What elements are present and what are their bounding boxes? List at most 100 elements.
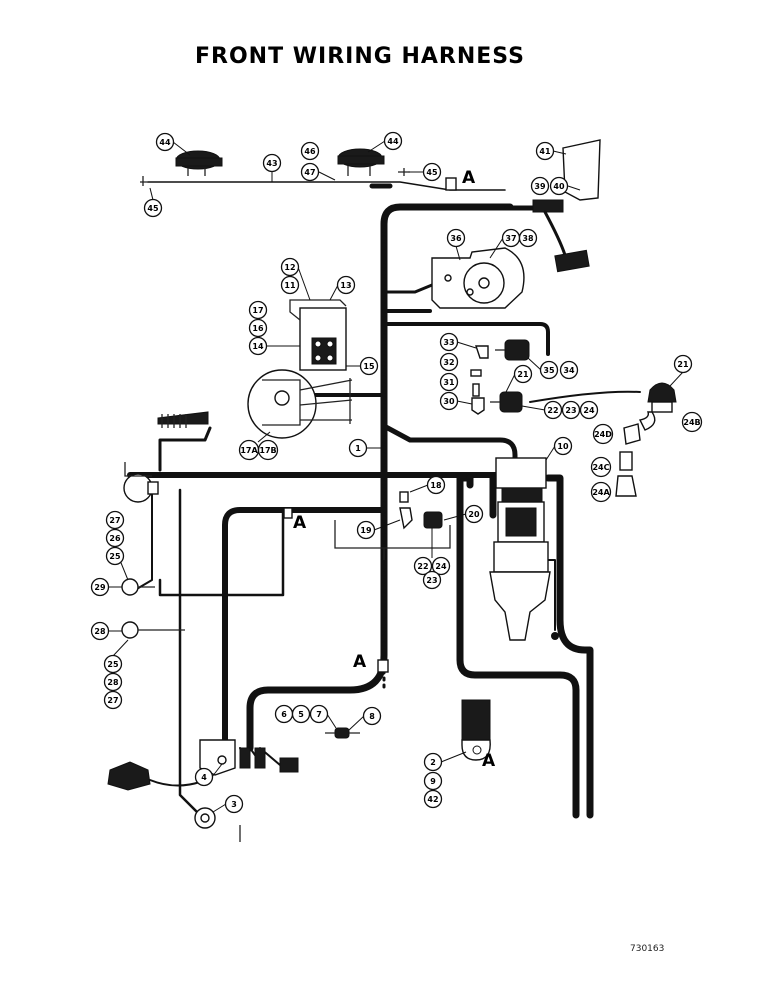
svg-text:11: 11 <box>284 281 296 290</box>
callout-24: 24 <box>431 556 451 576</box>
callout-26: 26 <box>105 528 125 548</box>
air-cleaner-indicator <box>529 382 677 497</box>
rear-connector <box>107 761 201 791</box>
svg-text:9: 9 <box>430 777 436 786</box>
callout-31: 31 <box>439 372 459 392</box>
svg-text:17A: 17A <box>240 446 258 455</box>
temperature-sender <box>157 411 209 428</box>
callout-33: 33 <box>439 332 459 352</box>
svg-text:24A: 24A <box>592 488 610 497</box>
svg-text:5: 5 <box>298 710 304 719</box>
svg-text:24: 24 <box>583 406 595 415</box>
headlamp-right <box>337 148 410 176</box>
headlamp-left <box>140 150 223 186</box>
oil-pressure-switch <box>123 462 159 503</box>
callout-11: 11 <box>280 275 300 295</box>
callout-2: 2 <box>423 752 443 772</box>
circuit-breakers <box>121 578 185 639</box>
svg-text:14: 14 <box>252 342 264 351</box>
svg-text:26: 26 <box>109 534 121 543</box>
magnifier-detail <box>247 369 353 439</box>
svg-text:39: 39 <box>534 182 546 191</box>
svg-text:34: 34 <box>563 366 575 375</box>
callout-17: 17 <box>248 300 268 320</box>
callout-17B: 17B <box>257 439 279 461</box>
starter-solenoid <box>489 457 559 641</box>
svg-text:2: 2 <box>430 758 436 767</box>
callout-23: 23 <box>422 570 442 590</box>
svg-text:45: 45 <box>426 168 438 177</box>
callout-28: 28 <box>103 672 123 692</box>
svg-text:40: 40 <box>553 182 565 191</box>
callout-19: 19 <box>356 520 376 540</box>
svg-text:25: 25 <box>107 660 119 669</box>
battery-terminal <box>461 699 491 761</box>
callout-24A: 24A <box>590 481 612 503</box>
callout-6: 6 <box>274 704 294 724</box>
callout-22: 22 <box>543 400 563 420</box>
callout-1: 1 <box>348 438 368 458</box>
svg-text:17: 17 <box>252 306 263 315</box>
callout-22: 22 <box>413 556 433 576</box>
callout-24: 24 <box>579 400 599 420</box>
callout-3: 3 <box>224 794 244 814</box>
callout-30: 30 <box>439 391 459 411</box>
svg-text:21: 21 <box>517 370 529 379</box>
svg-text:27: 27 <box>107 696 118 705</box>
callout-47: 47 <box>300 162 320 182</box>
connection-marker-A1: A <box>462 168 476 188</box>
svg-text:44: 44 <box>159 138 171 147</box>
callout-25: 25 <box>103 654 123 674</box>
callout-4: 4 <box>194 767 214 787</box>
callout-24C: 24C <box>590 456 612 478</box>
svg-text:46: 46 <box>304 147 316 156</box>
ignition-switch <box>194 807 241 842</box>
callout-27: 27 <box>103 690 123 710</box>
svg-text:38: 38 <box>522 234 534 243</box>
callout-14: 14 <box>248 336 268 356</box>
svg-text:18: 18 <box>430 481 442 490</box>
callout-41: 41 <box>535 141 555 161</box>
callout-29: 29 <box>90 577 110 597</box>
connection-marker-A3: A <box>353 652 367 672</box>
svg-text:41: 41 <box>539 147 551 156</box>
svg-text:10: 10 <box>557 442 569 451</box>
callout-27: 27 <box>105 510 125 530</box>
svg-text:35: 35 <box>543 366 555 375</box>
callout-36: 36 <box>446 228 466 248</box>
callout-13: 13 <box>336 275 356 295</box>
svg-text:24D: 24D <box>594 430 612 439</box>
alternator <box>431 247 525 309</box>
svg-text:33: 33 <box>443 338 454 347</box>
svg-text:24C: 24C <box>592 463 609 472</box>
svg-text:45: 45 <box>147 204 159 213</box>
svg-text:28: 28 <box>94 627 106 636</box>
svg-text:37: 37 <box>505 234 516 243</box>
callout-21: 21 <box>673 354 693 374</box>
fuse-holder <box>325 727 360 739</box>
callout-7: 7 <box>309 704 329 724</box>
horn-bracket <box>532 139 601 273</box>
callout-46: 46 <box>300 141 320 161</box>
svg-text:13: 13 <box>340 281 351 290</box>
callout-25: 25 <box>105 546 125 566</box>
callout-17A: 17A <box>238 439 260 461</box>
reference-number: 730163 <box>630 944 665 954</box>
callout-21: 21 <box>513 364 533 384</box>
callout-23: 23 <box>561 400 581 420</box>
callout-35: 35 <box>539 360 559 380</box>
fuel-sender <box>399 491 443 530</box>
svg-text:24: 24 <box>435 562 447 571</box>
page-title: FRONT WIRING HARNESS <box>195 44 525 69</box>
svg-text:7: 7 <box>316 710 322 719</box>
voltage-regulator <box>289 299 347 371</box>
callout-44: 44 <box>155 132 175 152</box>
light-switch <box>199 739 299 776</box>
svg-text:15: 15 <box>363 362 375 371</box>
callout-5: 5 <box>291 704 311 724</box>
svg-text:8: 8 <box>369 712 375 721</box>
svg-text:25: 25 <box>109 552 121 561</box>
callout-18: 18 <box>426 475 446 495</box>
svg-text:27: 27 <box>109 516 120 525</box>
